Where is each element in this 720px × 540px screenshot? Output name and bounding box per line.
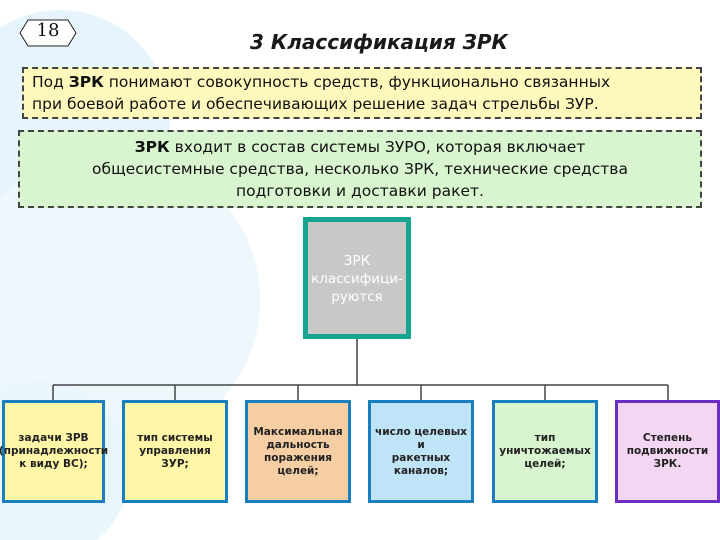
category-line: Максимальная	[253, 425, 343, 438]
system-line-2: общесистемные средства, несколько ЗРК, т…	[92, 160, 628, 178]
category-line: подвижности	[626, 445, 709, 457]
system-term: ЗРК	[134, 138, 170, 156]
category-line: тип системы	[137, 432, 213, 444]
definition-term: ЗРК	[68, 73, 104, 91]
category-line: тип	[534, 432, 556, 444]
category-line: дальность	[266, 438, 330, 451]
system-line-3: подготовки и доставки ракет.	[236, 182, 484, 200]
category-line: ракетных	[391, 451, 451, 464]
category-line: задачи ЗРВ	[18, 432, 89, 444]
category-line: целей;	[524, 458, 566, 470]
category-line: поражения	[263, 451, 332, 464]
category-line: ЗРК.	[653, 458, 682, 470]
slide-title: 3 Классификация ЗРК	[250, 30, 508, 54]
system-line-1: ЗРК входит в состав системы ЗУРО, котора…	[134, 138, 586, 156]
category-line: каналов;	[393, 464, 449, 477]
definition-line-1: Под ЗРК понимают совокупность средств, ф…	[32, 73, 611, 91]
center-node: ЗРК классифици- руются	[303, 217, 411, 339]
center-line-1: ЗРК	[343, 253, 371, 269]
category-line: управления	[139, 445, 211, 457]
category-line: и	[417, 438, 425, 451]
category-line: (принадлежности	[0, 445, 109, 457]
category-line: целей;	[277, 464, 319, 477]
center-line-3: руются	[331, 289, 383, 305]
definition-line-2: при боевой работе и обеспечивающих решен…	[32, 95, 599, 113]
center-line-2: классифици-	[311, 271, 403, 287]
system-box: ЗРК входит в состав системы ЗУРО, котора…	[18, 130, 702, 208]
category-line: Степень	[642, 432, 693, 444]
slide-number: 18	[36, 20, 60, 41]
category-line: число целевых	[375, 425, 467, 438]
slide-number-badge	[19, 19, 77, 47]
definition-box: Под ЗРК понимают совокупность средств, ф…	[22, 67, 702, 119]
category-line: к виду ВС);	[19, 458, 88, 470]
category-line: ЗУР;	[161, 458, 189, 470]
category-line: уничтожаемых	[499, 445, 591, 457]
